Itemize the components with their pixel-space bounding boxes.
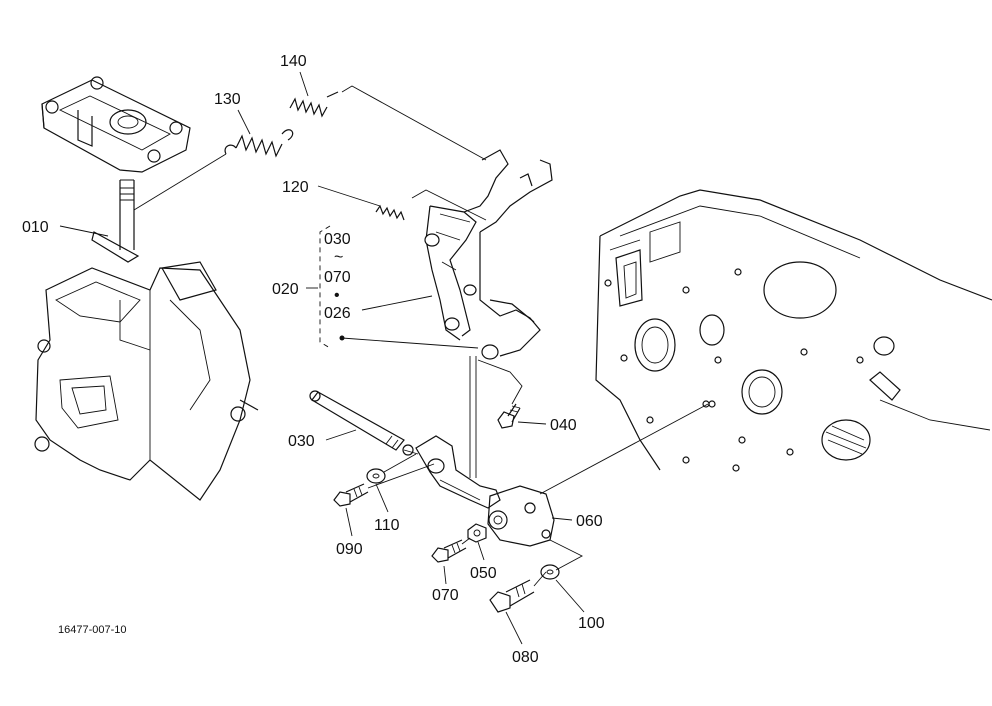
- gear-case-left: [34, 76, 259, 501]
- callout-080: 080: [512, 649, 539, 666]
- group-020-bracket: [319, 225, 331, 349]
- group-range-start: 030: [324, 231, 351, 248]
- lever-support-bracket: [309, 390, 555, 547]
- cylinder-block-right: [595, 189, 992, 472]
- group-020-list: 030 ~ 070 • 026: [324, 231, 351, 341]
- callout-010: 010: [22, 219, 49, 236]
- governor-lever-assembly: [424, 149, 553, 360]
- nut-050: [467, 523, 487, 543]
- group-lead-dot: [339, 335, 345, 341]
- callout-130: 130: [214, 91, 241, 108]
- part-callouts: 010 020 030 040 050 060 070 080 090 100 …: [22, 53, 605, 666]
- callout-026: 026: [324, 305, 351, 322]
- callout-090: 090: [336, 541, 363, 558]
- callout-120: 120: [282, 179, 309, 196]
- callout-100: 100: [578, 615, 605, 632]
- bolt-080: [489, 579, 535, 613]
- bolt-040: [497, 403, 521, 429]
- bolt-090: [333, 483, 369, 507]
- group-range-end: 070: [324, 269, 351, 286]
- spring-140: [289, 91, 339, 118]
- leader-lines: [59, 71, 709, 645]
- callout-020: 020: [272, 281, 299, 298]
- callout-110: 110: [374, 517, 400, 534]
- callout-060: 060: [576, 513, 603, 530]
- group-range-tilde: ~: [334, 249, 343, 266]
- callout-140: 140: [280, 53, 307, 70]
- group-dot: •: [334, 287, 340, 304]
- bolt-070: [431, 539, 467, 563]
- callout-050: 050: [470, 565, 497, 582]
- spring-130: [224, 129, 294, 158]
- washer-110: [366, 468, 386, 484]
- callout-040: 040: [550, 417, 577, 434]
- callout-070: 070: [432, 587, 459, 604]
- spring-120: [375, 204, 405, 221]
- callout-030: 030: [288, 433, 315, 450]
- drawing-number: 16477-007-10: [58, 624, 127, 636]
- washer-100: [540, 564, 560, 580]
